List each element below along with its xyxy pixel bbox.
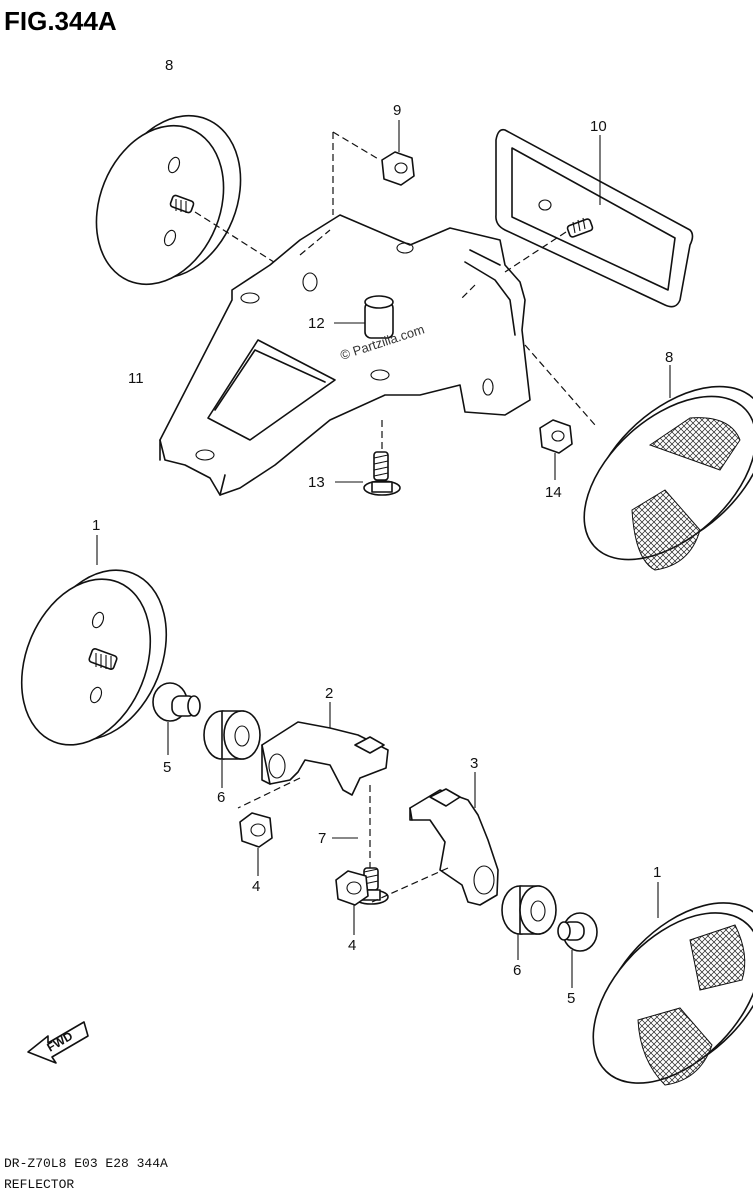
nut-9	[381, 151, 415, 186]
collar-5-left	[152, 682, 201, 722]
reflector-lower-left	[20, 569, 168, 746]
callout-2: 2	[325, 685, 333, 702]
callout-8-right: 8	[665, 349, 673, 366]
spacer-collar	[364, 295, 394, 339]
callout-13: 13	[308, 474, 325, 491]
bracket-3	[409, 788, 499, 906]
callout-1-left: 1	[92, 517, 100, 534]
callout-4-upper: 4	[252, 878, 260, 895]
callout-5-right: 5	[567, 990, 575, 1007]
nut-4-lower	[335, 870, 369, 906]
reflector-right-mesh	[583, 385, 753, 571]
grommet-6-right	[501, 885, 557, 935]
model-code: DR-Z70L8 E03 E28 344A	[4, 1156, 168, 1171]
callout-1-right: 1	[653, 864, 661, 881]
callout-7: 7	[318, 830, 326, 847]
collar-5-right	[557, 912, 598, 952]
bolt-7	[353, 867, 389, 905]
callout-14: 14	[545, 484, 562, 501]
callout-labels: 8 9 10 12 11 8 13 14 1 2 3 5 6 7 4 4 1 6…	[92, 57, 673, 1007]
grommet-6-left	[203, 710, 261, 760]
callout-10: 10	[590, 118, 607, 135]
reflector-top-left	[95, 114, 242, 286]
figure-caption: REFLECTOR	[4, 1177, 74, 1192]
reflector-bracket	[159, 214, 531, 496]
reflector-lower-right-mesh	[592, 902, 753, 1086]
callout-8-top: 8	[165, 57, 173, 74]
callout-12: 12	[308, 315, 325, 332]
callout-6-right: 6	[513, 962, 521, 979]
bolt-13	[363, 451, 401, 496]
bracket-2	[261, 721, 389, 796]
callout-5-left: 5	[163, 759, 171, 776]
callout-4-lower: 4	[348, 937, 356, 954]
nut-4-upper	[239, 812, 273, 848]
figure-title: FIG.344A	[4, 6, 117, 36]
callout-9: 9	[393, 102, 401, 119]
callout-6-left: 6	[217, 789, 225, 806]
forward-direction-arrow: FWD	[27, 1021, 89, 1064]
callout-3: 3	[470, 755, 478, 772]
reflector-rectangular	[495, 128, 694, 308]
nut-14	[539, 419, 573, 454]
callout-11: 11	[128, 370, 144, 387]
